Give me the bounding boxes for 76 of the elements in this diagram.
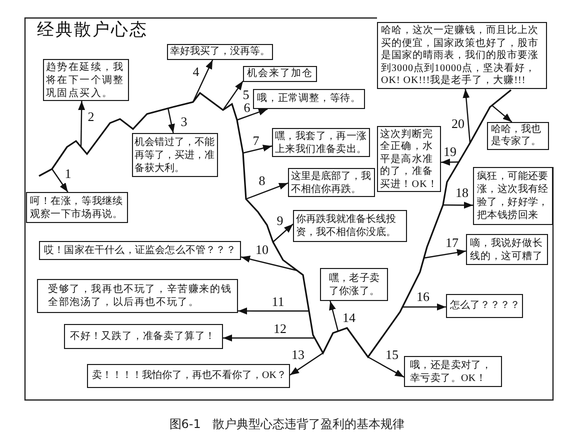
speech-text: 受够了，我再也不玩了，辛苦赚来的钱全部泡汤了，以后再也不玩了。 bbox=[48, 283, 233, 309]
speech-text: 趋势在延续，我将在下一个调整巩固点买入。 bbox=[46, 61, 126, 100]
arrow bbox=[443, 202, 473, 209]
step-number: 19 bbox=[442, 146, 458, 158]
step-number: 20 bbox=[450, 118, 466, 130]
step-number: 11 bbox=[270, 296, 286, 308]
speech-text: 嘿，老子卖了你涨了。 bbox=[329, 272, 380, 298]
speech-box bbox=[87, 364, 290, 388]
arrow bbox=[492, 104, 512, 122]
step-number: 9 bbox=[276, 215, 284, 227]
step-number: 6 bbox=[242, 102, 252, 114]
diagram-title: 经典散户心态 bbox=[37, 20, 148, 40]
speech-text: 哎！国家在干什么，证监会怎么不管？？？ bbox=[44, 244, 237, 258]
speech-text: 哦，正常调整，等待。 bbox=[257, 92, 362, 106]
speech-text: 嘿，我套了，再一涨上来我们准备卖出。 bbox=[275, 130, 368, 156]
speech-box bbox=[64, 324, 223, 349]
speech-box bbox=[39, 241, 241, 260]
arrow bbox=[402, 303, 446, 310]
speech-text: 不好！又跌了，准备卖了算了！ bbox=[70, 330, 217, 344]
step-number: 1 bbox=[64, 168, 72, 180]
speech-text: 机会错过了，不能再等了，买进，准备获大利。 bbox=[134, 136, 216, 175]
step-number: 13 bbox=[290, 349, 306, 361]
arrow bbox=[223, 334, 315, 342]
speech-text: 怎么了？？？？ bbox=[450, 299, 521, 313]
arrow bbox=[246, 182, 288, 200]
arrow bbox=[242, 144, 272, 154]
figure-caption: 图6-1 散户典型心态违背了盈利的基本规律 bbox=[169, 417, 405, 431]
arrow bbox=[52, 168, 68, 192]
step-number: 14 bbox=[342, 312, 356, 324]
speech-text: 机会来了加仓 bbox=[247, 67, 314, 81]
speech-box bbox=[320, 268, 388, 301]
arrow bbox=[236, 108, 268, 121]
arrow bbox=[192, 60, 214, 102]
arrow bbox=[167, 108, 175, 134]
speech-text: 这次判断完全正确，水平是高水准的了，准备买进！OK！ bbox=[380, 128, 439, 191]
step-number: 5 bbox=[242, 89, 250, 101]
arrow bbox=[329, 300, 339, 332]
speech-text: 疯狂，可能还要涨，这次我有经验了，好好学，把本钱捞回来 bbox=[477, 170, 550, 222]
speech-text: 嘀，我说好做长线的，这可糟了 bbox=[470, 237, 544, 263]
arrow bbox=[440, 158, 460, 166]
arrow bbox=[240, 256, 298, 272]
speech-text: 哦，还是卖对了，幸亏卖了。OK！ bbox=[410, 359, 493, 385]
arrow bbox=[290, 352, 324, 376]
speech-text: 幸好我买了，没再等。 bbox=[170, 45, 271, 59]
step-number: 4 bbox=[192, 66, 200, 78]
arrow bbox=[238, 307, 309, 314]
step-number: 15 bbox=[384, 349, 400, 361]
speech-box bbox=[167, 44, 273, 60]
step-number: 12 bbox=[272, 323, 288, 335]
speech-text: 呵！在涨，等我继续观察一下市场再说。 bbox=[30, 195, 124, 221]
speech-text: 卖！！！！我怕你了，再也不看你了，OK？ bbox=[92, 368, 288, 383]
step-number: 18 bbox=[454, 187, 470, 199]
speech-box bbox=[487, 122, 549, 150]
arrow bbox=[368, 356, 404, 378]
step-number: 2 bbox=[86, 111, 96, 123]
speech-box bbox=[243, 66, 317, 82]
speech-box bbox=[37, 279, 238, 313]
arrow bbox=[272, 224, 294, 242]
speech-text: 哈哈，我也是专家了。 bbox=[491, 124, 542, 148]
step-number: 3 bbox=[180, 116, 188, 128]
speech-box bbox=[404, 356, 502, 387]
speech-text: 你再跌我就准备长线投资，我不相信你没底。 bbox=[296, 213, 397, 239]
step-number: 10 bbox=[254, 244, 270, 256]
speech-box bbox=[446, 294, 523, 318]
arrow bbox=[222, 80, 244, 110]
speech-text: 哈哈，这次一定赚钱，而且比上次买的便宜，国家政策也好了，股市是国家的晴雨表，我们的股市要涨到3000点到10000点，坚决看好，OK! OK!!!我是老手了，大赚!!! bbox=[381, 25, 540, 88]
speech-box bbox=[293, 210, 407, 242]
step-number: 7 bbox=[252, 135, 260, 147]
step-number: 17 bbox=[444, 237, 460, 249]
speech-box bbox=[253, 89, 365, 109]
step-number: 16 bbox=[416, 291, 430, 303]
arrow bbox=[424, 249, 466, 259]
arrow bbox=[462, 88, 471, 144]
speech-text: 这里是底部了，我不相信你再跌。 bbox=[291, 170, 372, 196]
step-number: 8 bbox=[258, 175, 266, 187]
arrow bbox=[78, 100, 86, 148]
